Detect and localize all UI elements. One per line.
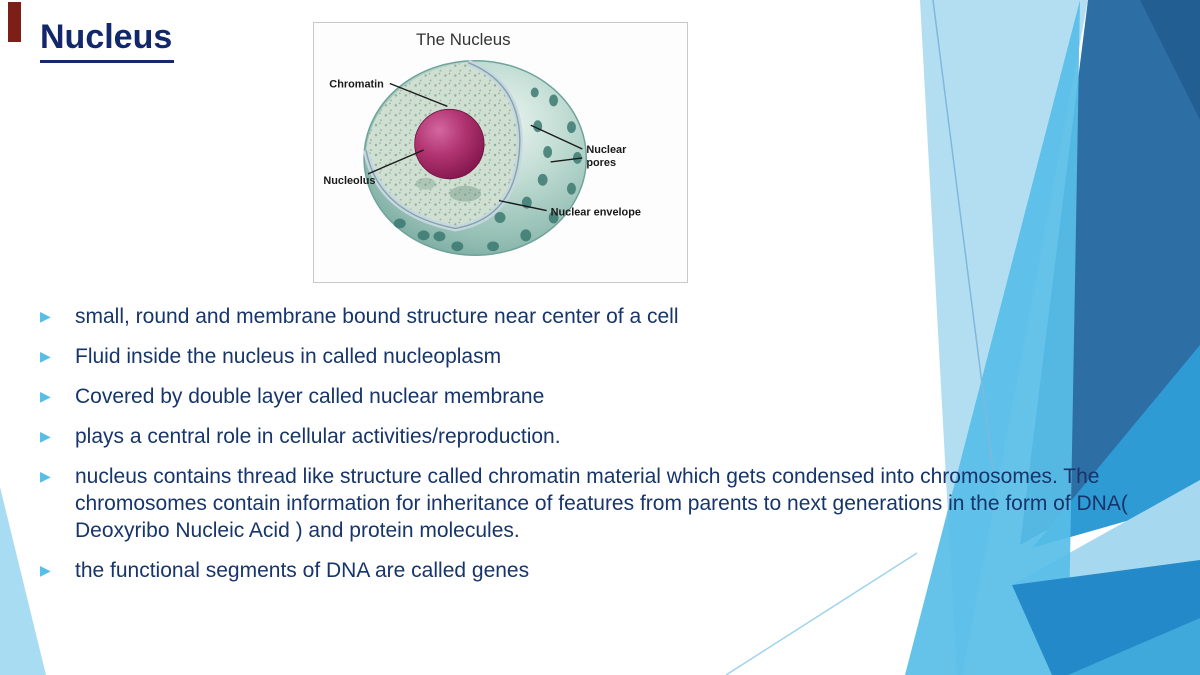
nuclear-pores-dots — [393, 87, 582, 252]
bullet-text: nucleus contains thread like structure c… — [75, 465, 1128, 542]
bullet-text: Covered by double layer called nuclear m… — [75, 385, 545, 408]
bullet-triangle-icon: ▶ — [40, 562, 51, 578]
svg-text:Chromatin: Chromatin — [329, 79, 384, 91]
svg-text:Nucleolus: Nucleolus — [323, 175, 375, 187]
bullet-triangle-icon: ▶ — [40, 468, 51, 484]
nucleus-diagram-image: The Nucleus Chromatin Nucleolus Nuclear … — [313, 22, 688, 283]
nucleus-diagram: The Nucleus Chromatin Nucleolus Nuclear … — [323, 30, 641, 256]
bullet-triangle-icon: ▶ — [40, 348, 51, 364]
label-nuclear-pores: Nuclear pores — [530, 124, 627, 169]
bullet-item: ▶ nucleus contains thread like structure… — [40, 463, 1145, 544]
svg-text:Nuclear envelope: Nuclear envelope — [551, 207, 641, 219]
bullet-text: Fluid inside the nucleus in called nucle… — [75, 345, 502, 368]
figure-title: The Nucleus — [416, 30, 511, 49]
bullet-text: small, round and membrane bound structur… — [75, 305, 679, 328]
label-nucleolus: Nucleolus — [323, 149, 424, 187]
bullet-item: ▶ the functional segments of DNA are cal… — [40, 557, 1145, 584]
bullet-triangle-icon: ▶ — [40, 308, 51, 324]
label-nuclear-envelope: Nuclear envelope — [498, 199, 641, 219]
bullet-list: ▶ small, round and membrane bound struct… — [40, 303, 1145, 597]
page-title: Nucleus — [40, 18, 175, 63]
bullet-item: ▶ Covered by double layer called nuclear… — [40, 383, 1145, 410]
bullet-triangle-icon: ▶ — [40, 428, 51, 444]
bullet-text: the functional segments of DNA are calle… — [75, 559, 530, 582]
svg-text:pores: pores — [586, 157, 616, 169]
red-accent-mark — [8, 2, 21, 42]
svg-text:Nuclear: Nuclear — [586, 144, 627, 156]
bullet-triangle-icon: ▶ — [40, 388, 51, 404]
bullet-item: ▶ plays a central role in cellular activ… — [40, 423, 1145, 450]
bullet-item: ▶ small, round and membrane bound struct… — [40, 303, 1145, 330]
nucleolus-sphere — [414, 108, 485, 180]
bullet-item: ▶ Fluid inside the nucleus in called nuc… — [40, 343, 1145, 370]
bullet-text: plays a central role in cellular activit… — [75, 425, 561, 448]
label-chromatin: Chromatin — [329, 79, 448, 108]
